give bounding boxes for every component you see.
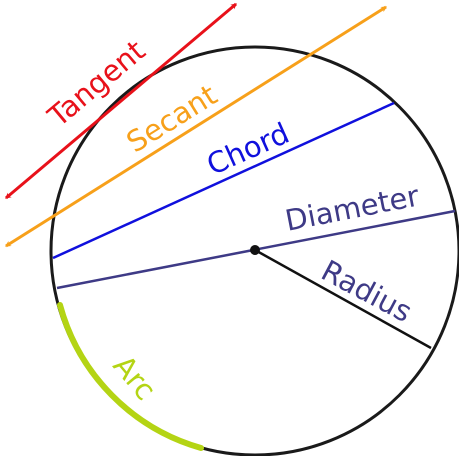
chord-label: Chord (202, 116, 295, 182)
radius-label: Radius (316, 253, 418, 329)
diameter-label: Diameter (282, 179, 421, 238)
secant-line (4, 5, 388, 248)
tangent-label: Tangent (41, 33, 152, 134)
chord-line (52, 101, 395, 260)
center-point (250, 245, 260, 255)
arc-segment (57, 302, 204, 451)
radius-line (254, 248, 432, 350)
